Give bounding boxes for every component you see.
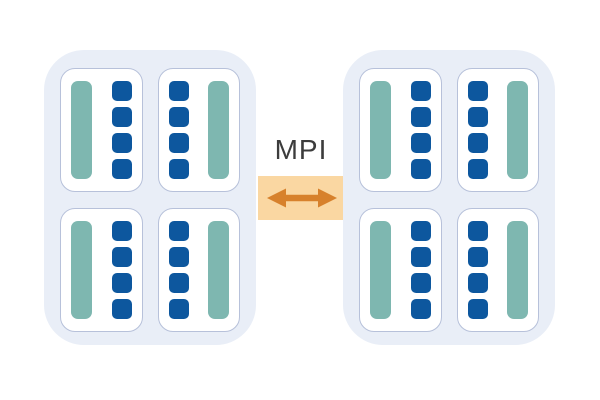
core-column bbox=[111, 221, 132, 319]
core-square bbox=[168, 81, 189, 101]
core-square bbox=[467, 81, 488, 101]
core-square bbox=[168, 107, 189, 127]
core-column bbox=[467, 221, 488, 319]
mpi-interconnect-box bbox=[258, 176, 345, 220]
core-square bbox=[467, 221, 488, 241]
core-square bbox=[467, 247, 488, 267]
cpu-socket bbox=[456, 68, 539, 192]
core-square bbox=[410, 133, 431, 153]
core-square bbox=[168, 221, 189, 241]
core-square bbox=[410, 107, 431, 127]
cpu-socket bbox=[359, 68, 442, 192]
cpu-socket bbox=[60, 208, 143, 332]
memory-bar bbox=[370, 81, 391, 179]
mpi-label: MPI bbox=[274, 134, 328, 165]
core-square bbox=[467, 133, 488, 153]
core-square bbox=[467, 299, 488, 319]
core-square bbox=[111, 273, 132, 293]
core-square bbox=[111, 221, 132, 241]
memory-bar bbox=[370, 221, 391, 319]
cpu-socket bbox=[359, 208, 442, 332]
core-square bbox=[168, 299, 189, 319]
compute-node-right bbox=[343, 50, 555, 345]
cpu-socket bbox=[456, 208, 539, 332]
double-headed-arrow-icon bbox=[266, 188, 337, 208]
core-square bbox=[168, 159, 189, 179]
compute-node-left bbox=[44, 50, 256, 345]
core-square bbox=[168, 133, 189, 153]
core-square bbox=[168, 273, 189, 293]
core-column bbox=[168, 221, 189, 319]
memory-bar bbox=[507, 81, 528, 179]
core-square bbox=[467, 159, 488, 179]
core-square bbox=[410, 273, 431, 293]
core-square bbox=[410, 247, 431, 267]
core-square bbox=[410, 299, 431, 319]
core-square bbox=[410, 159, 431, 179]
memory-bar bbox=[71, 221, 92, 319]
core-square bbox=[111, 133, 132, 153]
core-column bbox=[410, 221, 431, 319]
core-square bbox=[168, 247, 189, 267]
cpu-socket bbox=[157, 208, 240, 332]
cpu-socket bbox=[157, 68, 240, 192]
cpu-socket bbox=[60, 68, 143, 192]
core-square bbox=[467, 107, 488, 127]
core-square bbox=[410, 81, 431, 101]
core-square bbox=[111, 247, 132, 267]
memory-bar bbox=[507, 221, 528, 319]
core-square bbox=[111, 159, 132, 179]
core-column bbox=[467, 81, 488, 179]
core-square bbox=[111, 81, 132, 101]
core-square bbox=[111, 107, 132, 127]
core-column bbox=[168, 81, 189, 179]
core-column bbox=[410, 81, 431, 179]
core-square bbox=[410, 221, 431, 241]
memory-bar bbox=[208, 221, 229, 319]
memory-bar bbox=[71, 81, 92, 179]
core-square bbox=[111, 299, 132, 319]
core-column bbox=[111, 81, 132, 179]
memory-bar bbox=[208, 81, 229, 179]
core-square bbox=[467, 273, 488, 293]
